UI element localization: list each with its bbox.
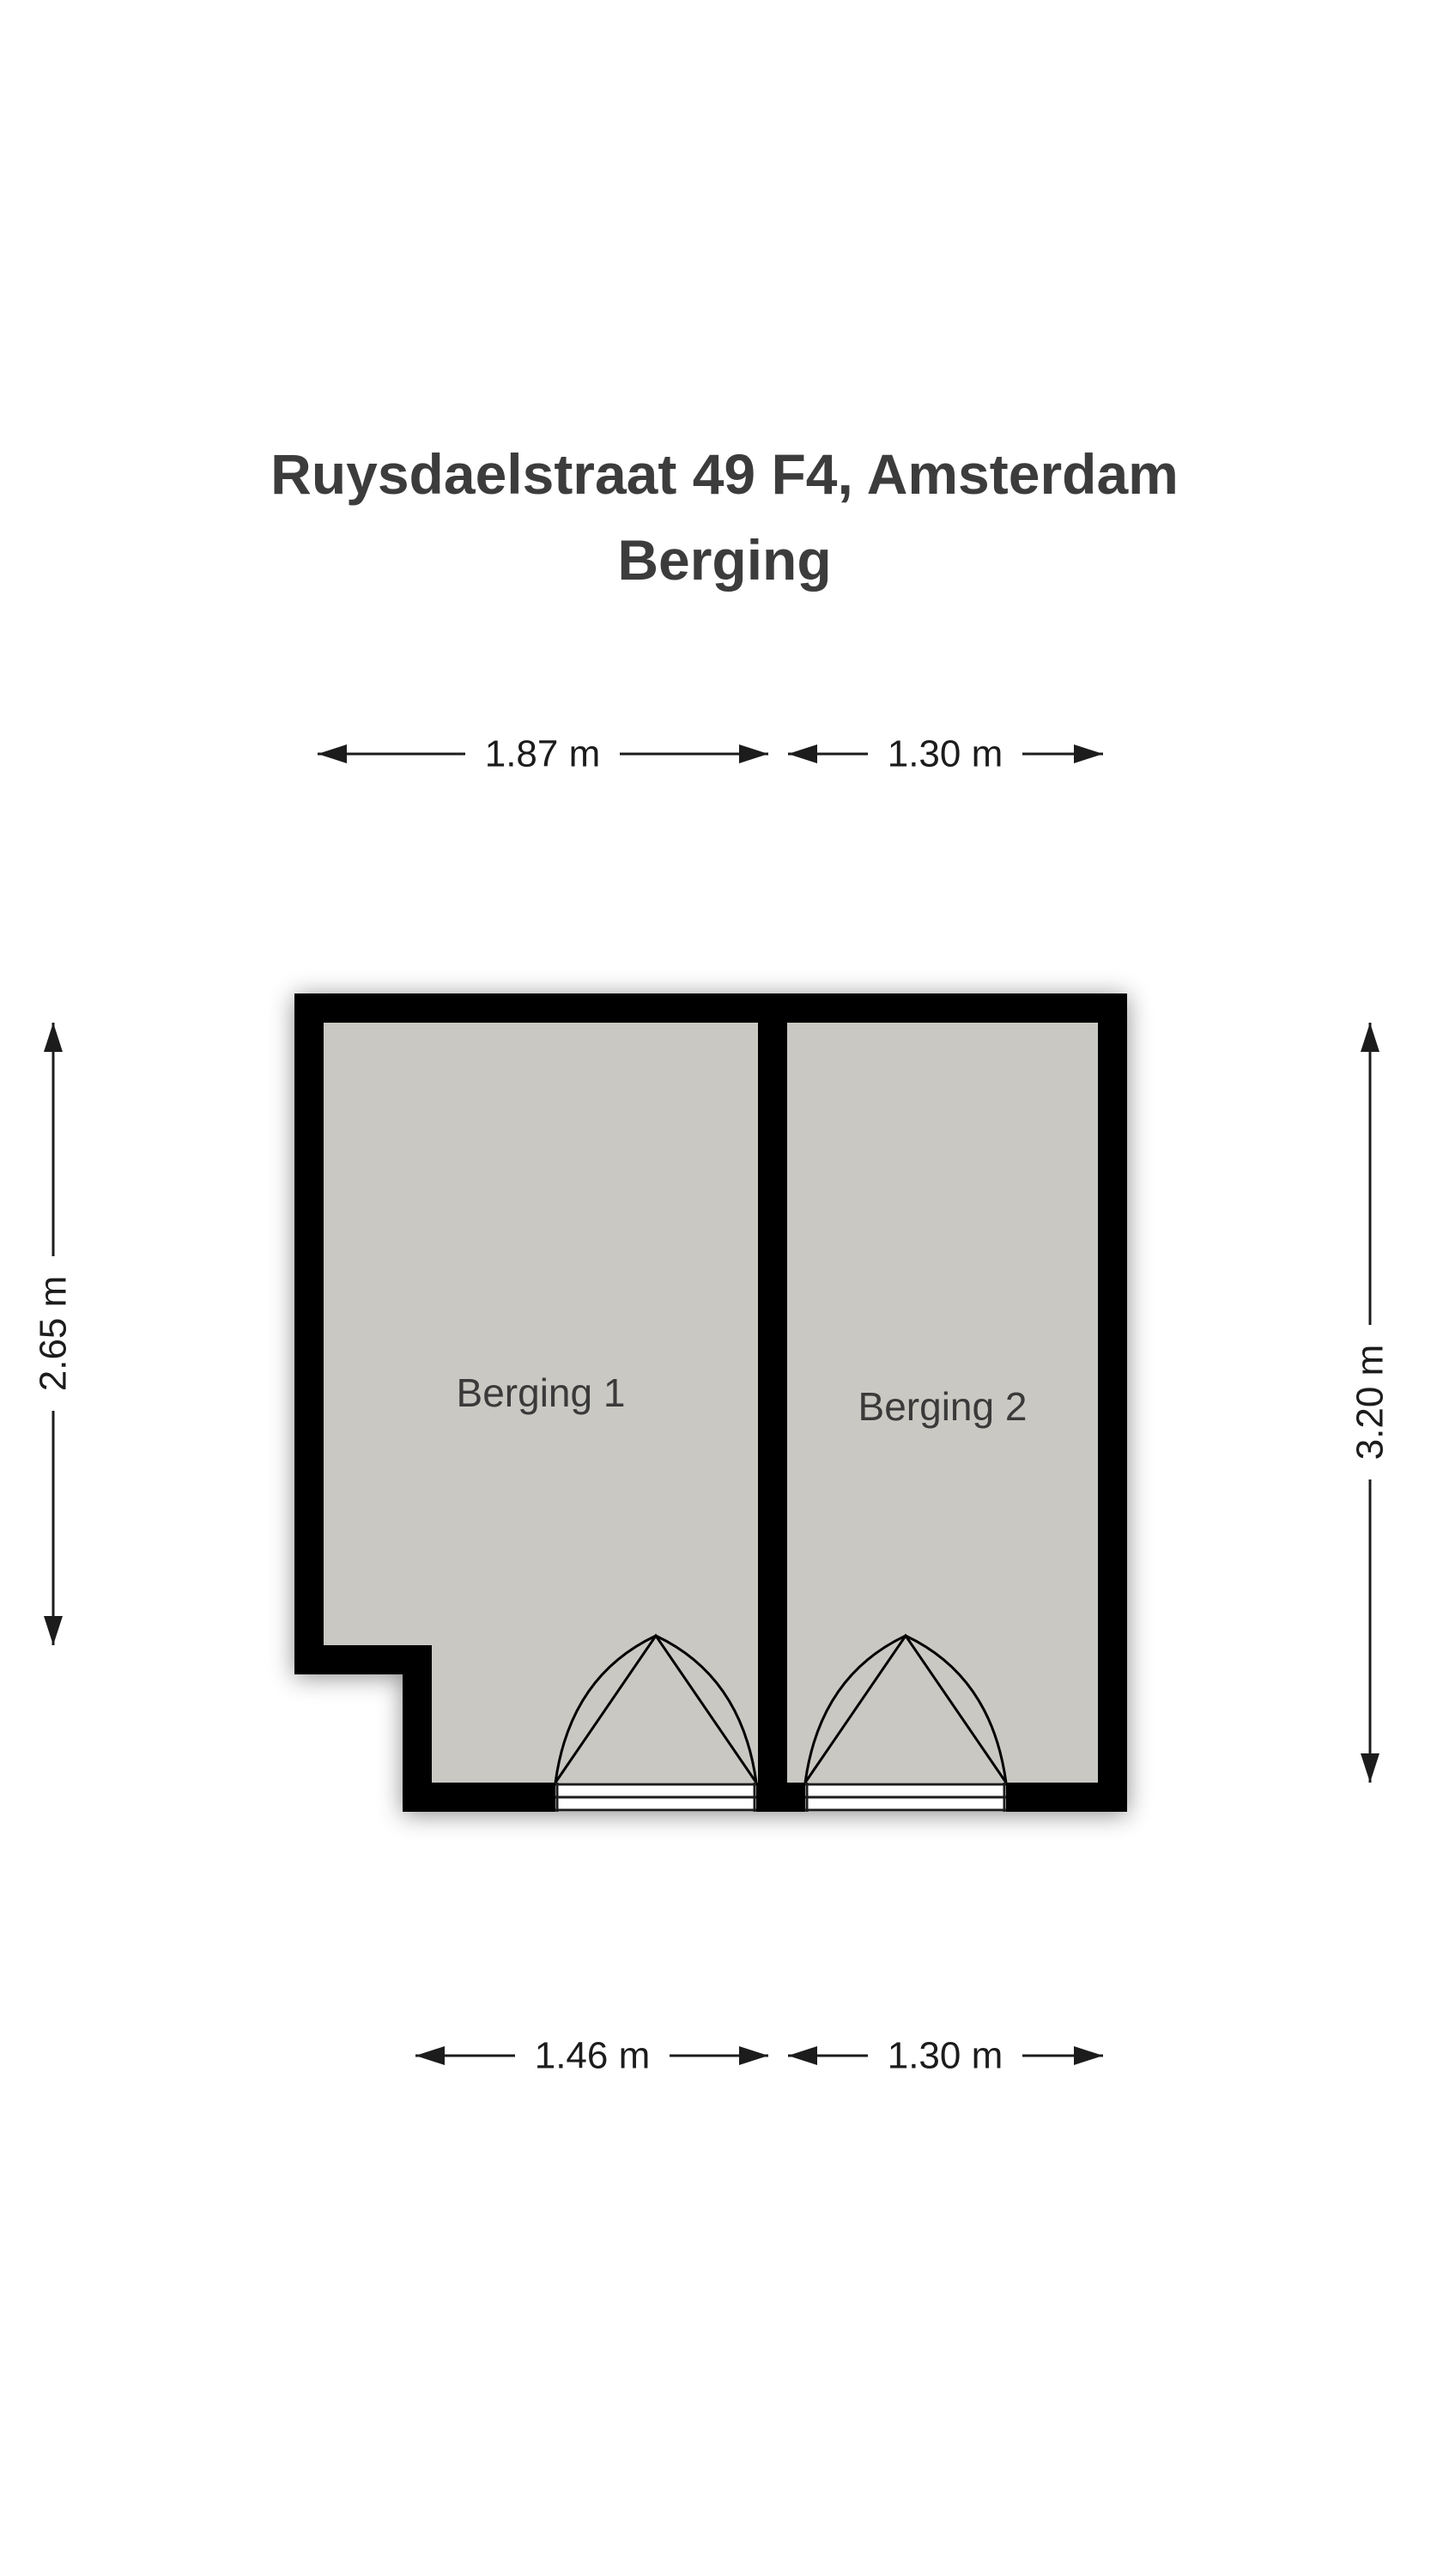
door-swing-berging-2 (803, 1633, 1008, 1783)
dim-label-mask (515, 2032, 670, 2080)
room-label-berging-1: Berging 1 (457, 1370, 626, 1415)
door-opening-berging-2 (805, 1783, 1006, 1812)
dim-label-mask (29, 1256, 77, 1411)
dimension-label-right: 3.20 m (1349, 1345, 1391, 1461)
arrowhead-left-icon (318, 744, 347, 763)
room-berging-1-floor (324, 1023, 758, 1783)
room-berging-2-floor (787, 1023, 1098, 1783)
dimension-arrow-right: 3.20 m (1346, 1023, 1394, 1783)
door-1-arc-left (554, 1634, 657, 1783)
door-opening-berging-1 (555, 1783, 756, 1812)
dimension-arrow-bottom-2: 1.30 m (788, 2032, 1103, 2080)
arrowhead-left-icon (788, 744, 817, 763)
arrowhead-up-icon (44, 1023, 63, 1052)
door-1-arc-right (655, 1634, 758, 1783)
dimension-arrow-left: 2.65 m (29, 1023, 77, 1645)
door-2-arc-left (803, 1634, 906, 1783)
arrowhead-left-icon (788, 2046, 817, 2065)
room-label-berging-2: Berging 2 (858, 1384, 1028, 1429)
page-subtitle: Berging (617, 528, 832, 592)
door-2-arc-right (905, 1634, 1008, 1783)
page-title: Ruysdaelstraat 49 F4, Amsterdam (270, 442, 1179, 506)
dimension-arrow-top-2: 1.30 m (788, 730, 1103, 778)
arrowhead-right-icon (1074, 744, 1103, 763)
dim-label-mask (868, 2032, 1022, 2080)
dim-label-mask (1346, 1325, 1394, 1479)
dimension-arrow-bottom-1: 1.46 m (415, 2032, 768, 2080)
arrowhead-down-icon (44, 1616, 63, 1645)
dimension-label-left: 2.65 m (33, 1276, 75, 1392)
dimension-label-bottom-1: 1.46 m (535, 2035, 651, 2077)
dimension-arrow-top-1: 1.87 m (318, 730, 768, 778)
floorplan: Berging 1 Berging 2 (294, 993, 1127, 1812)
dimension-label-top-2: 1.30 m (888, 733, 1003, 775)
dim-label-mask (465, 730, 620, 778)
dimension-label-top-1: 1.87 m (485, 733, 601, 775)
title-block: Ruysdaelstraat 49 F4, Amsterdam Berging (0, 431, 1449, 603)
door-swing-berging-1 (554, 1633, 758, 1783)
arrowhead-right-icon (739, 2046, 768, 2065)
arrowhead-right-icon (1074, 2046, 1103, 2065)
dim-label-mask (868, 730, 1022, 778)
arrowhead-right-icon (739, 744, 768, 763)
arrowhead-left-icon (415, 2046, 445, 2065)
arrowhead-down-icon (1361, 1753, 1379, 1783)
arrowhead-up-icon (1361, 1023, 1379, 1052)
dimension-label-bottom-2: 1.30 m (888, 2035, 1003, 2077)
